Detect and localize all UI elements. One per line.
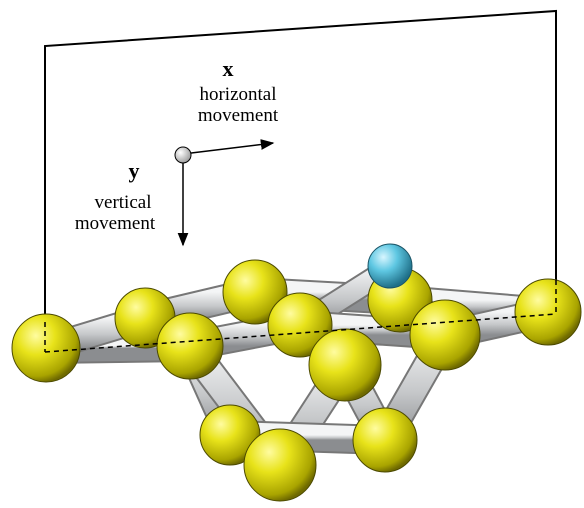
gold-atom xyxy=(11,313,81,383)
gold-atom xyxy=(243,428,317,502)
x-axis-arrow xyxy=(182,139,275,155)
y-caption-line2: movement xyxy=(74,213,156,234)
y-axis-letter: y xyxy=(128,158,140,183)
gold-atom xyxy=(156,312,224,380)
x-axis-caption: horizontal movement xyxy=(178,84,298,126)
gold-atom xyxy=(409,299,481,371)
adatom-sphere xyxy=(367,243,413,289)
x-caption-line1: horizontal xyxy=(199,84,277,105)
projection-plane xyxy=(44,9,557,330)
gold-atom xyxy=(352,407,418,473)
dashed-baseline xyxy=(44,313,557,353)
front-atoms xyxy=(11,278,582,502)
gold-atom xyxy=(514,278,582,346)
adatom xyxy=(367,243,413,289)
gold-atom xyxy=(222,259,288,325)
origin-marker-icon xyxy=(174,146,192,164)
x-caption-line2: movement xyxy=(197,105,279,126)
y-caption-line1: vertical xyxy=(94,192,152,213)
plane-frame-edge xyxy=(44,9,557,330)
y-axis-caption: vertical movement xyxy=(60,192,170,234)
axes xyxy=(174,139,275,247)
gold-atom xyxy=(267,292,333,358)
projection-lines xyxy=(44,280,557,353)
x-axis-letter: x xyxy=(222,56,234,81)
gold-atom xyxy=(308,328,382,402)
